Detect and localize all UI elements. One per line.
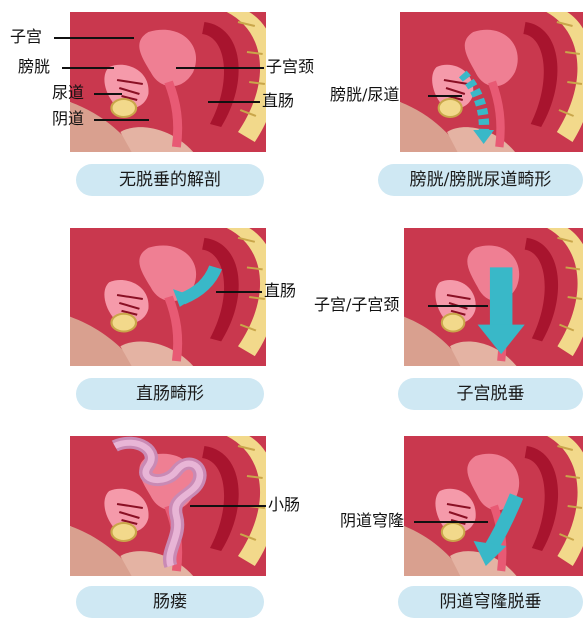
label-bladder-urethra: 膀胱/尿道 xyxy=(330,86,399,104)
leader-urethra xyxy=(94,93,122,95)
label-vaginal-vault: 阴道穹隆 xyxy=(340,512,404,530)
label-uterus: 子宫 xyxy=(10,28,42,46)
caption-vaginal-vault-prolapse: 阴道穹隆脱垂 xyxy=(398,586,583,618)
label-small-intestine: 小肠 xyxy=(268,496,300,514)
leader-rectum xyxy=(208,101,260,103)
leader-bladder xyxy=(62,67,114,69)
leader-bladder-urethra xyxy=(428,95,462,97)
label-urethra: 尿道 xyxy=(52,84,84,102)
caption-rectal-deformity: 直肠畸形 xyxy=(76,378,264,410)
leader-vagina xyxy=(94,119,149,121)
figure-rectal-deformity xyxy=(70,228,266,366)
figure-vaginal-vault-prolapse xyxy=(404,436,583,576)
caption-uterine-prolapse: 子宫脱垂 xyxy=(398,378,583,410)
leader-rectum-2 xyxy=(216,291,262,293)
label-rectum-2: 直肠 xyxy=(264,282,296,300)
leader-cervix xyxy=(176,67,264,69)
caption-bladder-urethra-deformity: 膀胱/膀胱尿道畸形 xyxy=(378,164,583,196)
figure-normal-anatomy xyxy=(70,12,266,152)
caption-normal-anatomy: 无脱垂的解剖 xyxy=(76,164,264,196)
label-uterus-cervix: 子宫/子宫颈 xyxy=(314,296,399,314)
leader-uterus xyxy=(54,37,134,39)
leader-uterus-cervix xyxy=(428,305,488,307)
leader-small-intestine xyxy=(190,505,266,507)
label-vagina: 阴道 xyxy=(52,110,84,128)
label-cervix: 子宫颈 xyxy=(266,58,314,76)
leader-vaginal-vault xyxy=(414,521,488,523)
figure-bladder-urethra-deformity xyxy=(400,12,583,152)
label-bladder: 膀胱 xyxy=(18,58,50,76)
figure-uterine-prolapse xyxy=(404,228,583,366)
caption-enterocele: 肠瘘 xyxy=(76,586,264,618)
label-rectum: 直肠 xyxy=(262,92,294,110)
